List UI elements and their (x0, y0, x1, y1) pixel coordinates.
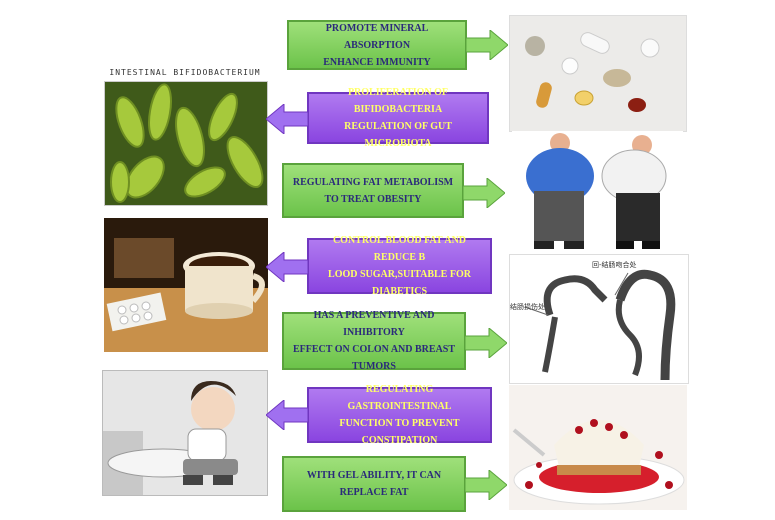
child-toilet-image (102, 370, 268, 496)
panel-fat-metabolism: REGULATING FAT METABOLISM TO TREAT OBESI… (282, 163, 464, 218)
panel-line: LOOD SUGAR,SUITABLE FOR DIABETICS (328, 269, 471, 297)
panel-blood-fat: CONTROL BLOOD FAT AND REDUCE B LOOD SUGA… (307, 235, 492, 297)
panel-line: REGULATING GASTROINTESTINAL (347, 384, 452, 412)
arrow-right-icon (463, 178, 505, 208)
panel-line: REGULATION OF GUT MICROBIOTA (344, 121, 452, 149)
bacteria-caption: INTESTINAL BIFIDOBACTERIUM (104, 68, 266, 81)
panel-line: PROMOTE MINERAL ABSORPTION (325, 22, 429, 51)
panel-line: WITH GEL ABILITY, IT CAN REPLACE FAT (306, 470, 442, 498)
panel-line: FUNCTION TO PREVENT CONSTIPATION (339, 418, 460, 446)
arrow-left-icon (266, 104, 308, 134)
panel-gel-ability: WITH GEL ABILITY, IT CAN REPLACE FAT (282, 456, 466, 512)
panel-line: HAS A PREVENTIVE AND INHIBITORY (313, 310, 435, 338)
panel-gastrointestinal: REGULATING GASTROINTESTINAL FUNCTION TO … (307, 384, 492, 446)
arrow-left-icon (266, 400, 308, 430)
dessert-image (509, 385, 687, 510)
panel-bifidobacteria: PROLIFERATION OF BIFIDOBACTERIA REGULATI… (307, 87, 489, 149)
panel-mineral-absorption: PROMOTE MINERAL ABSORPTION ENHANCE IMMUN… (287, 20, 467, 70)
panel-line: CONTROL BLOOD FAT AND REDUCE B (332, 235, 467, 263)
panel-tumors: HAS A PREVENTIVE AND INHIBITORY EFFECT O… (282, 310, 466, 372)
arrow-left-icon (266, 252, 308, 282)
obese-men-image (512, 131, 683, 251)
colon-label-anastomosis: 回-结肠吻合处 (592, 261, 637, 269)
panel-line: ENHANCE IMMUNITY (323, 56, 431, 68)
panel-line: PROLIFERATION OF BIFIDOBACTERIA (347, 87, 449, 115)
arrow-right-icon (465, 328, 507, 358)
bifidobacterium-image (104, 81, 268, 206)
supplement-pills-image (509, 15, 687, 132)
panel-line: TO TREAT OBESITY (324, 193, 422, 205)
arrow-right-icon (466, 30, 508, 60)
colon-label-injury: 结肠损伤处 (510, 303, 545, 311)
panel-line: REGULATING FAT METABOLISM (292, 176, 454, 188)
arrow-right-icon (465, 470, 507, 500)
coffee-medicine-image (104, 218, 268, 352)
panel-line: EFFECT ON COLON AND BREAST TUMORS (292, 344, 456, 372)
colon-diagram-image (509, 254, 689, 384)
